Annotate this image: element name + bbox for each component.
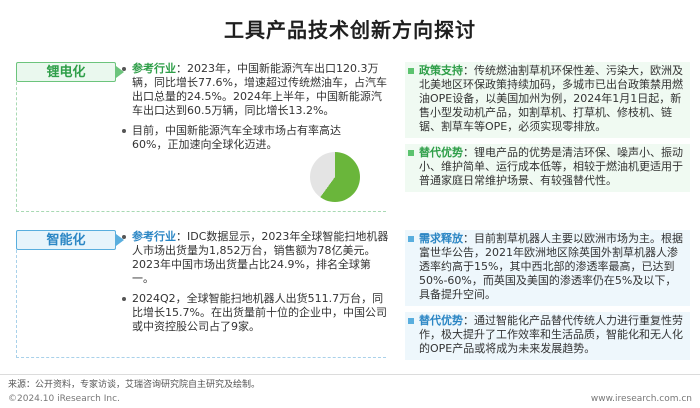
dashed-frame (16, 82, 386, 212)
bullet-text: ：IDC数据显示，2023年全球智能扫地机器人市场出货量为1,852万台，销售额… (132, 230, 389, 285)
bullet-text: 2024Q2，全球智能扫地机器人出货511.7万台，同比增长15.7%。在出货量… (132, 292, 387, 333)
square-bullet-icon (408, 236, 414, 242)
list-item: 参考行业：2023年，中国新能源汽车出口120.3万辆，同比增长77.6%，增速… (120, 62, 390, 118)
bullet-text: ：2023年，中国新能源汽车出口120.3万辆，同比增长77.6%，增速超过传统… (132, 62, 387, 117)
footer-divider (0, 374, 700, 375)
substitution-advantage-box: 替代优势：通过智能化产品替代传统人力进行重复性劳作，极大提升了工作效率和生活品质… (405, 312, 690, 360)
section-tag-intelligence: 智能化 (16, 230, 116, 250)
website-link[interactable]: www.iresearch.com.cn (590, 394, 692, 404)
reference-industry-column: 参考行业：IDC数据显示，2023年全球智能扫地机器人市场出货量为1,852万台… (120, 230, 390, 339)
section-tag-lithium: 锂电化 (16, 62, 116, 82)
label-reference-industry: 参考行业 (132, 62, 176, 75)
square-bullet-icon (408, 150, 414, 156)
substitution-advantage-box: 替代优势：锂电产品的优势是清洁环保、噪声小、振动小、维护简单、运行成本低等，相较… (405, 144, 690, 192)
analysis-column: 政策支持：传统燃油割草机环保性差、污染大，欧洲及北美地区环保政策持续加码，多城市… (405, 62, 690, 198)
source-note: 来源：公开资料，专家访谈，艾瑞咨询研究院自主研究及绘制。 (8, 380, 261, 390)
square-bullet-icon (408, 318, 414, 324)
bullet-text: 目前，中国新能源汽车全球市场占有率高达60%，正加速向全球化迈进。 (132, 124, 341, 151)
dashed-frame (16, 250, 386, 358)
section-lithium: 锂电化 参考行业：2023年，中国新能源汽车出口120.3万辆，同比增长77.6… (10, 62, 690, 212)
box-text: ：锂电产品的优势是清洁环保、噪声小、振动小、维护简单、运行成本低等，相较于燃油机… (419, 146, 683, 187)
section-intelligence: 智能化 参考行业：IDC数据显示，2023年全球智能扫地机器人市场出货量为1,8… (10, 230, 690, 360)
label-substitution-advantage: 替代优势 (419, 314, 463, 327)
market-share-pie-chart (310, 152, 360, 202)
page-title: 工具产品技术创新方向探讨 (224, 18, 476, 42)
list-item: 2024Q2，全球智能扫地机器人出货511.7万台，同比增长15.7%。在出货量… (120, 292, 390, 334)
copyright: ©2024.10 iResearch Inc. (8, 394, 120, 404)
square-bullet-icon (408, 68, 414, 74)
label-reference-industry: 参考行业 (132, 230, 176, 243)
label-substitution-advantage: 替代优势 (419, 146, 463, 159)
box-text: ：目前割草机器人主要以欧洲市场为主。根据富世华公告，2021年欧洲地区除英国外割… (419, 232, 683, 301)
box-text: ：传统燃油割草机环保性差、污染大，欧洲及北美地区环保政策持续加码，多城市已出台政… (419, 64, 683, 133)
arrow-right-icon (116, 66, 124, 78)
policy-support-box: 政策支持：传统燃油割草机环保性差、污染大，欧洲及北美地区环保政策持续加码，多城市… (405, 62, 690, 138)
list-item: 参考行业：IDC数据显示，2023年全球智能扫地机器人市场出货量为1,852万台… (120, 230, 390, 286)
box-text: ：通过智能化产品替代传统人力进行重复性劳作，极大提升了工作效率和生活品质，智能化… (419, 314, 683, 355)
label-policy-support: 政策支持 (419, 64, 463, 77)
arrow-right-icon (116, 234, 124, 246)
analysis-column: 需求释放：目前割草机器人主要以欧洲市场为主。根据富世华公告，2021年欧洲地区除… (405, 230, 690, 366)
demand-release-box: 需求释放：目前割草机器人主要以欧洲市场为主。根据富世华公告，2021年欧洲地区除… (405, 230, 690, 306)
label-demand-release: 需求释放 (419, 232, 463, 245)
reference-industry-column: 参考行业：2023年，中国新能源汽车出口120.3万辆，同比增长77.6%，增速… (120, 62, 390, 157)
list-item: 目前，中国新能源汽车全球市场占有率高达60%，正加速向全球化迈进。 (120, 124, 375, 152)
